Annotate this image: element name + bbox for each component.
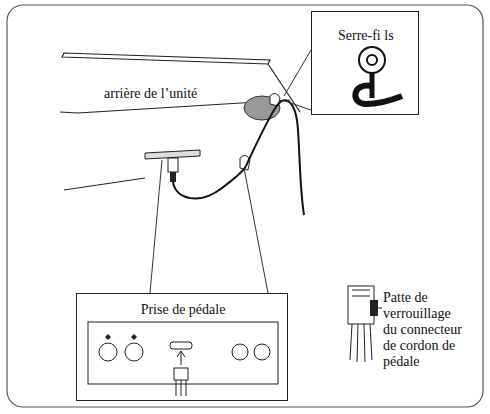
cord-clamp [240,93,280,170]
unit-back [60,53,300,190]
pedal-cord [173,100,304,215]
clamp-icon [355,47,402,104]
jack-panel [88,322,278,396]
inset-box: Prise de pédale [76,293,288,401]
cord-plug [348,286,382,362]
inset-box: Serre-fi ls [311,11,419,115]
box-title: Prise de pédale [139,302,228,318]
box-title: Serre-fi ls [336,28,396,44]
frame [7,5,483,407]
part-label: Patte de verrouillage du connecteur de c… [383,290,465,370]
pedal-jack [145,150,200,182]
part-label: arrière de l’unité [104,86,254,102]
